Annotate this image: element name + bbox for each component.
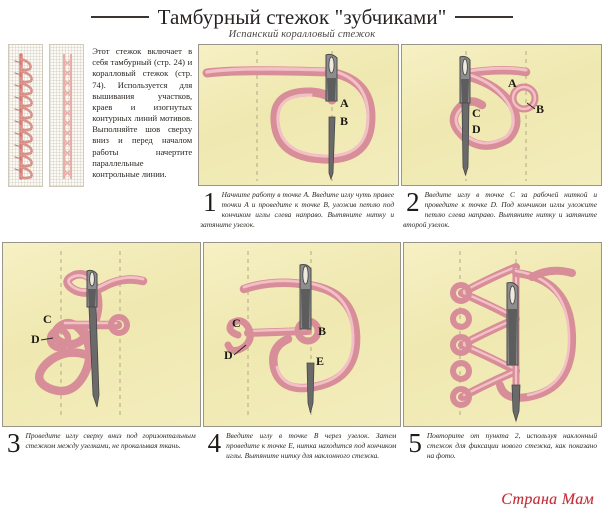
step-2-cell: A B C D 2 Введите иглу в точке С за рабо… <box>401 40 603 240</box>
step-5-illustration <box>450 251 577 423</box>
step-5-text: Повторите от пункта 2, используя наклонн… <box>426 431 598 460</box>
step-2-diagram: A B C D <box>401 44 603 187</box>
needle-upper <box>299 264 312 330</box>
step-2-caption: 2 Введите иглу в точке С за рабочей нитк… <box>401 186 602 229</box>
step-3-cell: C D 3 Проведите иглу сверху вниз под гор… <box>2 240 201 488</box>
step-4-illustration: C D B E <box>224 251 360 420</box>
step-1-cell: A B 1 Начните работу в точке А. Введите … <box>198 40 400 240</box>
step-1-diagram: A B <box>198 44 400 187</box>
watermark: Страна Мам <box>501 491 594 508</box>
label-D: D <box>224 348 233 362</box>
swatch-light-stitching <box>62 53 73 180</box>
step-2-text: Введите иглу в точке С за рабочей ниткой… <box>403 190 598 229</box>
step-4-number: 4 <box>207 428 222 459</box>
fabric-weave <box>50 45 83 187</box>
step-1-illustration: A B <box>202 51 376 182</box>
needle-lower <box>328 116 336 181</box>
row-top: Этот стежок включает в себя тамбурный (с… <box>0 40 604 240</box>
step-4-cell: C D B E 4 Введите иглу в точке В через у… <box>202 240 402 488</box>
label-D: D <box>472 122 481 136</box>
label-A: A <box>508 76 517 90</box>
step-2-number: 2 <box>406 187 420 218</box>
title-rule-right <box>455 16 514 19</box>
step-5-diagram <box>403 242 603 428</box>
label-C: C <box>43 312 52 326</box>
page-subtitle: Испанский коралловый стежок <box>228 29 376 41</box>
label-C: C <box>472 106 481 120</box>
intro-text: Этот стежок включает в себя тамбурный (с… <box>92 46 193 179</box>
step-5-cell: 5 Повторите от пункта 2, используя накло… <box>403 240 603 488</box>
step-5-number: 5 <box>408 428 422 459</box>
row-bottom: C D 3 Проведите иглу сверху вниз под гор… <box>0 240 604 488</box>
swatch-dark-stitching <box>14 53 33 180</box>
needle-lower <box>306 362 315 414</box>
swatch-light-pink <box>49 44 84 188</box>
guide-lines <box>256 51 333 182</box>
needle <box>86 269 100 408</box>
needle-lower <box>511 384 521 423</box>
step-3-diagram: C D <box>2 242 201 428</box>
step-4-text: Введите иглу в точке В через узелок. Зат… <box>226 431 397 460</box>
panel-paper <box>3 243 200 427</box>
label-E: E <box>316 354 324 368</box>
step-2-illustration: A B C D <box>449 51 544 182</box>
step-3-illustration: C D <box>31 251 148 420</box>
label-B: B <box>318 324 326 338</box>
step-4-diagram: C D B E <box>202 242 402 428</box>
needle-upper <box>325 53 338 102</box>
needle <box>459 55 471 177</box>
step-1-number: 1 <box>203 187 217 218</box>
fabric-weave <box>9 45 42 187</box>
title-rule-left <box>90 16 149 19</box>
sample-swatches <box>2 40 87 240</box>
label-C: C <box>232 316 241 330</box>
step-3-number: 3 <box>7 428 21 459</box>
step-4-caption: 4 Введите иглу в точке В через узелок. З… <box>203 427 402 461</box>
title-row: Тамбурный стежок "зубчиками" <box>0 6 604 28</box>
label-D: D <box>31 332 40 346</box>
step-3-caption: 3 Проведите иглу сверху вниз под горизон… <box>2 427 201 459</box>
step-1-caption: 1 Начните работу в точке А. Введите иглу… <box>198 186 399 229</box>
step-3-text: Проведите иглу сверху вниз под горизонта… <box>25 431 196 450</box>
page-header: Тамбурный стежок "зубчиками" Испанский к… <box>0 0 604 40</box>
step-5-caption: 5 Повторите от пункта 2, используя накло… <box>403 427 602 461</box>
page-title: Тамбурный стежок "зубчиками" <box>157 5 447 29</box>
label-B: B <box>536 102 544 116</box>
swatch-dark-pink <box>8 44 43 188</box>
needle-upper <box>506 282 519 366</box>
label-A: A <box>340 96 349 110</box>
label-B: B <box>340 114 348 128</box>
step-1-text: Начните работу в точке А. Введите иглу ч… <box>200 190 395 229</box>
